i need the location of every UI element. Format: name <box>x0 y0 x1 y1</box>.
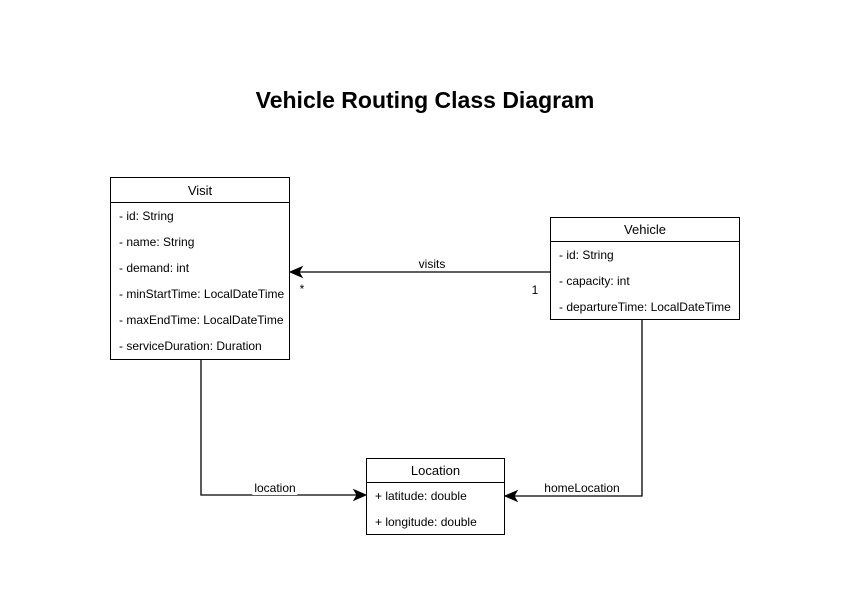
class-visit-attribute: - name: String <box>119 235 195 249</box>
class-visit-attribute: - minStartTime: LocalDateTime <box>119 287 285 301</box>
class-visit-attribute: - demand: int <box>119 261 190 275</box>
edge-homelocation-label: homeLocation <box>542 481 622 495</box>
class-visit-attribute: - serviceDuration: Duration <box>119 339 262 353</box>
class-visit[interactable]: Visit - id: String - name: String - dema… <box>110 177 290 360</box>
class-vehicle-attribute: - capacity: int <box>559 274 630 288</box>
class-vehicle-name: Vehicle <box>551 218 739 242</box>
edge-visits-source-multiplicity: 1 <box>531 283 539 297</box>
edge-homelocation-arrowhead-icon <box>503 489 519 503</box>
class-vehicle-attribute: - departureTime: LocalDateTime <box>559 300 731 314</box>
class-visit-attribute: - maxEndTime: LocalDateTime <box>119 313 284 327</box>
edge-location-label: location <box>252 481 298 495</box>
class-location-name: Location <box>367 459 504 483</box>
class-vehicle[interactable]: Vehicle - id: String - capacity: int - d… <box>550 217 740 320</box>
class-visit-name: Visit <box>111 178 289 203</box>
edge-visits-arrowhead-icon <box>288 265 304 279</box>
diagram-title: Vehicle Routing Class Diagram <box>255 87 595 113</box>
edge-homelocation-line[interactable] <box>514 320 643 497</box>
edge-visits-target-multiplicity: * <box>299 282 305 296</box>
edge-location-line[interactable] <box>200 360 357 496</box>
class-location-attribute: + longitude: double <box>375 515 477 529</box>
edge-location-arrowhead-icon <box>352 488 368 502</box>
class-location[interactable]: Location + latitude: double + longitude:… <box>366 458 505 535</box>
edge-visits-label: visits <box>416 257 448 271</box>
class-vehicle-attribute: - id: String <box>559 248 614 262</box>
class-visit-attribute: - id: String <box>119 209 174 223</box>
class-location-attribute: + latitude: double <box>375 489 467 503</box>
